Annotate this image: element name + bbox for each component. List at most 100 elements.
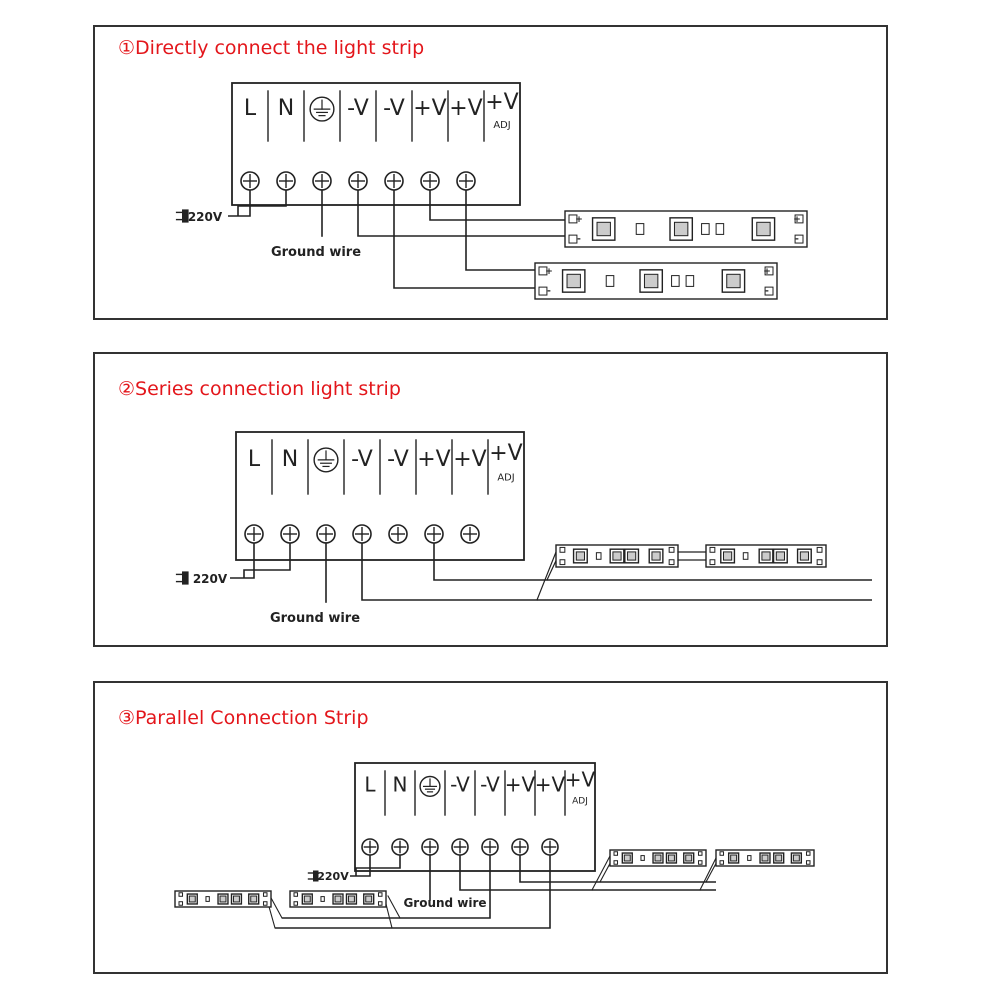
led-strip-2-plus-left: +: [545, 267, 553, 277]
led-strip-parallel-2-pad: [805, 851, 811, 856]
led-strip-parallel-2-pad: [719, 851, 725, 856]
led-strip-parallel-1-led-core: [685, 854, 693, 862]
ground-wire-label: Ground wire: [270, 611, 360, 626]
terminal-label-6: +V: [535, 773, 566, 797]
led-strip-parallel-4-pad: [377, 892, 383, 897]
led-strip-parallel-3-pad: [262, 892, 268, 897]
led-strip-2-plus: +: [763, 267, 771, 277]
led-strip-parallel-3-led-core: [188, 895, 196, 903]
led-strip-2-minus: -: [765, 287, 769, 297]
led-strip-series-2-pad: [816, 559, 823, 566]
terminal-label-0: L: [364, 773, 376, 797]
terminal-label-4: -V: [480, 773, 500, 797]
terminal-label-5: +V: [417, 447, 450, 472]
led-strip-2-pad: [538, 286, 548, 296]
wire-L: [230, 543, 255, 579]
led-strip-series-2-led-core: [761, 551, 771, 561]
led-strip-1-led-core: [596, 221, 611, 237]
led-strip-parallel-3-pad: [262, 901, 268, 906]
led-strip-1-led-core: [756, 221, 771, 237]
led-strip-series-1-pad: [559, 559, 566, 566]
led-strip-2-led-core: [566, 273, 581, 289]
led-strip-series-1-pad: [668, 559, 675, 566]
led-strip-series-2-led-core: [799, 551, 809, 561]
terminal-label-7: +V: [565, 767, 596, 791]
led-strip-parallel-2-pad: [805, 860, 811, 865]
led-strip-2-resistor: [605, 275, 615, 287]
led-strip-series-1-resistor: [595, 552, 602, 560]
led-strip-series-1-led-core: [651, 551, 661, 561]
led-strip-parallel-4-pad: [293, 901, 299, 906]
led-strip-2-led-core: [643, 273, 659, 289]
wire-N: [237, 190, 287, 216]
wire-right-neg: [459, 855, 716, 891]
led-strip-series-1-led-core: [627, 551, 637, 561]
led-strip-2-pad: [764, 286, 774, 296]
terminal-label-0: L: [244, 96, 257, 121]
terminal-label-7: +V: [485, 90, 518, 115]
wire-bus-pos: [433, 543, 872, 581]
led-strip-parallel-1-pad: [697, 860, 703, 865]
led-strip-1-plus: +: [793, 215, 801, 225]
wire-left-pos: [275, 855, 551, 929]
led-strip-series-2-led-core: [723, 551, 733, 561]
led-strip-1-plus-left: +: [575, 215, 583, 225]
terminal-label-5: +V: [505, 773, 536, 797]
terminal-label-3: -V: [351, 447, 373, 472]
led-strip-1-resistor: [715, 223, 725, 235]
led-strip-series-2-resistor: [742, 552, 749, 560]
led-strip-series-1-led-core: [612, 551, 622, 561]
led-strip-parallel-3-resistor: [205, 896, 210, 902]
feeder-left-3: [387, 895, 401, 919]
ground-wire-label: Ground wire: [271, 245, 361, 260]
terminal-label-3: -V: [347, 96, 369, 121]
led-strip-parallel-2-led-core: [775, 854, 783, 862]
led-strip-parallel-1-pad: [697, 851, 703, 856]
terminal-label-6: +V: [449, 96, 482, 121]
wire-strip1-neg: [357, 190, 565, 237]
led-strip-parallel-1-pad: [613, 860, 619, 865]
wire-L: [228, 190, 251, 217]
led-strip-1-pad: [794, 234, 804, 244]
plug-icon: [182, 571, 189, 585]
led-strip-series-2-led-core: [775, 551, 785, 561]
led-strip-1-pad: [568, 234, 578, 244]
feeder-right-1: [591, 855, 611, 891]
led-strip-parallel-3-led-core: [219, 895, 227, 903]
led-strip-2-minus-left: -: [547, 287, 551, 297]
led-strip-1-resistor: [701, 223, 710, 235]
terminal-label-7: +V: [489, 441, 522, 466]
led-strip-series-2-pad: [816, 546, 823, 553]
led-strip-2-led-core: [726, 273, 741, 289]
led-strip-parallel-1-led-core: [667, 854, 675, 862]
led-strip-2-pad: [538, 266, 548, 276]
led-strip-parallel-2-pad: [719, 860, 725, 865]
led-strip-parallel-4-pad: [377, 901, 383, 906]
wire-strip2-neg: [393, 190, 535, 289]
led-strip-series-2-pad: [709, 546, 716, 553]
wire-bus-neg: [361, 543, 872, 601]
led-strip-1-pad: [794, 214, 804, 224]
led-strip-parallel-4-led-core: [365, 895, 373, 903]
led-strip-series-1-pad: [559, 546, 566, 553]
wire-strip1-pos: [429, 190, 565, 221]
led-strip-parallel-3-pad: [178, 901, 184, 906]
led-strip-2-resistor: [685, 275, 695, 287]
adj-label: ADJ: [572, 797, 588, 807]
plug-icon: [182, 209, 189, 223]
led-strip-1-pad: [568, 214, 578, 224]
wire-strip2-pos: [465, 190, 535, 271]
wire-left-neg: [282, 855, 491, 919]
led-strip-parallel-1-resistor: [640, 855, 645, 861]
panel-1-title: ①Directly connect the light strip: [118, 37, 425, 59]
terminal-label-1: N: [282, 447, 298, 472]
led-strip-parallel-2-resistor: [747, 855, 752, 861]
adj-label: ADJ: [493, 120, 510, 131]
panel-2-title: ②Series connection light strip: [118, 378, 401, 400]
led-strip-parallel-2-led-core: [792, 854, 800, 862]
led-strip-parallel-2-led-core: [730, 854, 738, 862]
led-strip-1-minus-left: -: [577, 235, 581, 245]
terminal-label-4: -V: [383, 96, 405, 121]
led-strip-1-led-core: [673, 221, 689, 237]
